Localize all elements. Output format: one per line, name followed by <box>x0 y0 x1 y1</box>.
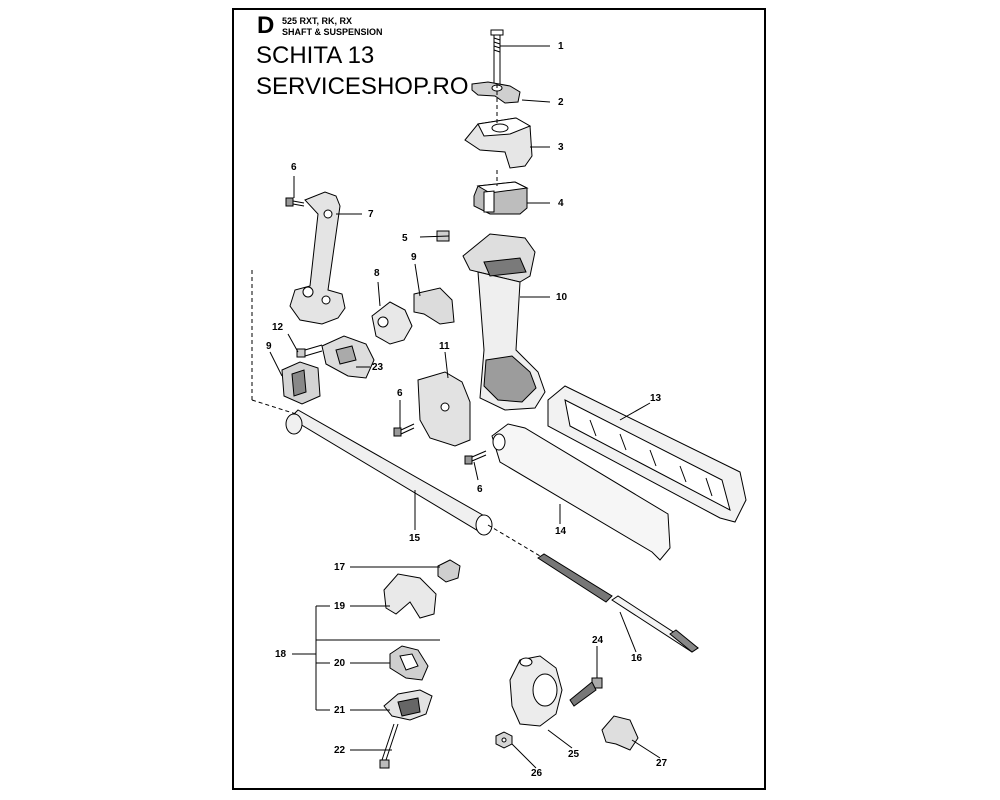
part-bolt-22 <box>379 723 399 769</box>
part-bracket-19 <box>383 573 437 619</box>
diagram-frame <box>232 8 766 790</box>
part-pin-12 <box>296 344 323 358</box>
callout-12: 12 <box>272 322 284 333</box>
callout-6c: 6 <box>477 484 483 495</box>
part-shaft-16 <box>537 553 699 653</box>
callout-27: 27 <box>656 758 668 769</box>
part-housing-14 <box>491 423 671 561</box>
callout-24: 24 <box>592 635 604 646</box>
callout-16: 16 <box>631 653 643 664</box>
callout-17: 17 <box>334 562 346 573</box>
part-handle-10 <box>462 233 546 411</box>
schema-title: SCHITA 13 <box>256 42 375 69</box>
callout-3: 3 <box>558 142 564 153</box>
callout-5: 5 <box>402 233 408 244</box>
callout-10: 10 <box>556 292 568 303</box>
part-knob-2 <box>471 81 521 104</box>
part-clip-21 <box>383 689 433 721</box>
callout-25: 25 <box>568 749 580 760</box>
part-housing-13 <box>547 385 747 523</box>
callout-7: 7 <box>368 209 374 220</box>
callout-18: 18 <box>275 649 287 660</box>
section-title: SHAFT & SUSPENSION <box>282 27 383 37</box>
part-cover-3 <box>464 117 533 169</box>
callout-6a: 6 <box>291 162 297 173</box>
part-bolt-24 <box>569 677 603 707</box>
callout-22: 22 <box>334 745 346 756</box>
callout-9a: 9 <box>411 252 417 263</box>
assembly-axes <box>251 84 541 557</box>
part-screw-6a <box>285 197 305 207</box>
part-shell-9b <box>281 361 321 405</box>
group-bracket-18 <box>292 605 440 711</box>
part-tube-15 <box>285 409 493 536</box>
part-clamp-23 <box>321 335 375 379</box>
callout-9b: 9 <box>266 341 272 352</box>
part-ring-20 <box>389 645 429 681</box>
part-block-4 <box>473 181 529 215</box>
callout-6b: 6 <box>397 388 403 399</box>
part-screw-6b <box>393 423 415 437</box>
callout-11: 11 <box>439 341 450 352</box>
callout-23: 23 <box>372 362 384 373</box>
part-block-11 <box>417 371 471 447</box>
part-screw-6c <box>464 450 487 465</box>
callout-8: 8 <box>374 268 380 279</box>
section-letter: D <box>257 12 275 39</box>
callout-20: 20 <box>334 658 346 669</box>
callout-1: 1 <box>558 41 564 52</box>
part-nut-26 <box>495 731 513 749</box>
callout-15: 15 <box>409 533 421 544</box>
callout-21: 21 <box>334 705 346 716</box>
callout-26: 26 <box>531 768 543 779</box>
part-bolt-1 <box>490 29 504 84</box>
part-cap-17 <box>437 559 461 583</box>
shop-name: SERVICESHOP.RO <box>256 73 469 100</box>
part-housing-25 <box>509 655 563 727</box>
callout-14: 14 <box>555 526 567 537</box>
part-bracket-7 <box>289 191 346 325</box>
callout-19: 19 <box>334 601 346 612</box>
model-title: 525 RXT, RK, RX <box>282 16 353 26</box>
part-clip-27 <box>601 715 639 751</box>
callout-4: 4 <box>558 198 564 209</box>
part-shell-9a <box>413 287 455 325</box>
part-clamp-8 <box>371 301 413 345</box>
leader-lines <box>269 45 661 769</box>
callout-2: 2 <box>558 97 564 108</box>
callout-13: 13 <box>650 393 662 404</box>
